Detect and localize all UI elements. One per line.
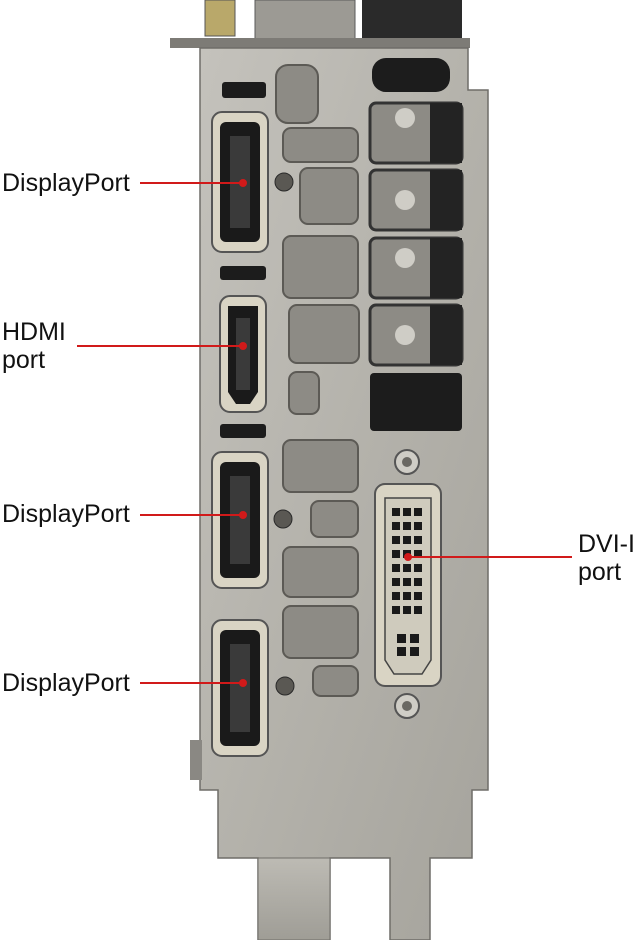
dvi-pin <box>403 508 411 516</box>
dvi-pin <box>414 578 422 586</box>
label-displayport-1: DisplayPort <box>2 169 130 197</box>
dvi-pin <box>403 592 411 600</box>
screw-icon <box>274 172 294 192</box>
screw-icon <box>273 509 293 529</box>
dvi-pin <box>392 592 400 600</box>
callout-dot <box>239 511 247 519</box>
dvi-pin <box>414 522 422 530</box>
right-vents <box>368 58 464 431</box>
dvi-pin <box>414 508 422 516</box>
callout-dot <box>239 179 247 187</box>
dvi-pin <box>414 536 422 544</box>
dvi-pin <box>392 578 400 586</box>
label-hdmi-port: HDMI port <box>2 318 66 374</box>
hdmi-connector <box>219 295 267 413</box>
dvi-pin <box>414 550 422 558</box>
callout-dot <box>404 553 412 561</box>
dvi-pin <box>403 606 411 614</box>
vent-cutouts <box>275 64 360 697</box>
callout-dot <box>239 342 247 350</box>
dvi-pin <box>403 578 411 586</box>
dvi-pin <box>403 564 411 572</box>
dvi-i-connector <box>374 449 442 719</box>
dvi-pin <box>392 550 400 558</box>
top-edge-hardware <box>170 0 470 48</box>
vent-slot <box>222 82 266 98</box>
dvi-pin <box>414 592 422 600</box>
label-displayport-2: DisplayPort <box>2 500 130 528</box>
displayport-connector <box>211 451 269 589</box>
vent-slot <box>220 266 266 280</box>
displayport-connector <box>211 619 269 757</box>
dvi-pin <box>392 522 400 530</box>
dvi-pin <box>392 564 400 572</box>
dvi-pin <box>414 606 422 614</box>
dvi-pin <box>414 564 422 572</box>
callout-dot <box>239 679 247 687</box>
label-displayport-3: DisplayPort <box>2 669 130 697</box>
dvi-pin <box>392 508 400 516</box>
dvi-pin <box>392 606 400 614</box>
dvi-pin <box>403 522 411 530</box>
screw-icon <box>275 676 295 696</box>
dvi-pin <box>392 536 400 544</box>
dvi-pin <box>403 536 411 544</box>
label-dvi-i-port: DVI-I port <box>578 530 635 586</box>
vent-slot <box>220 424 266 438</box>
callout-lines <box>77 179 572 687</box>
